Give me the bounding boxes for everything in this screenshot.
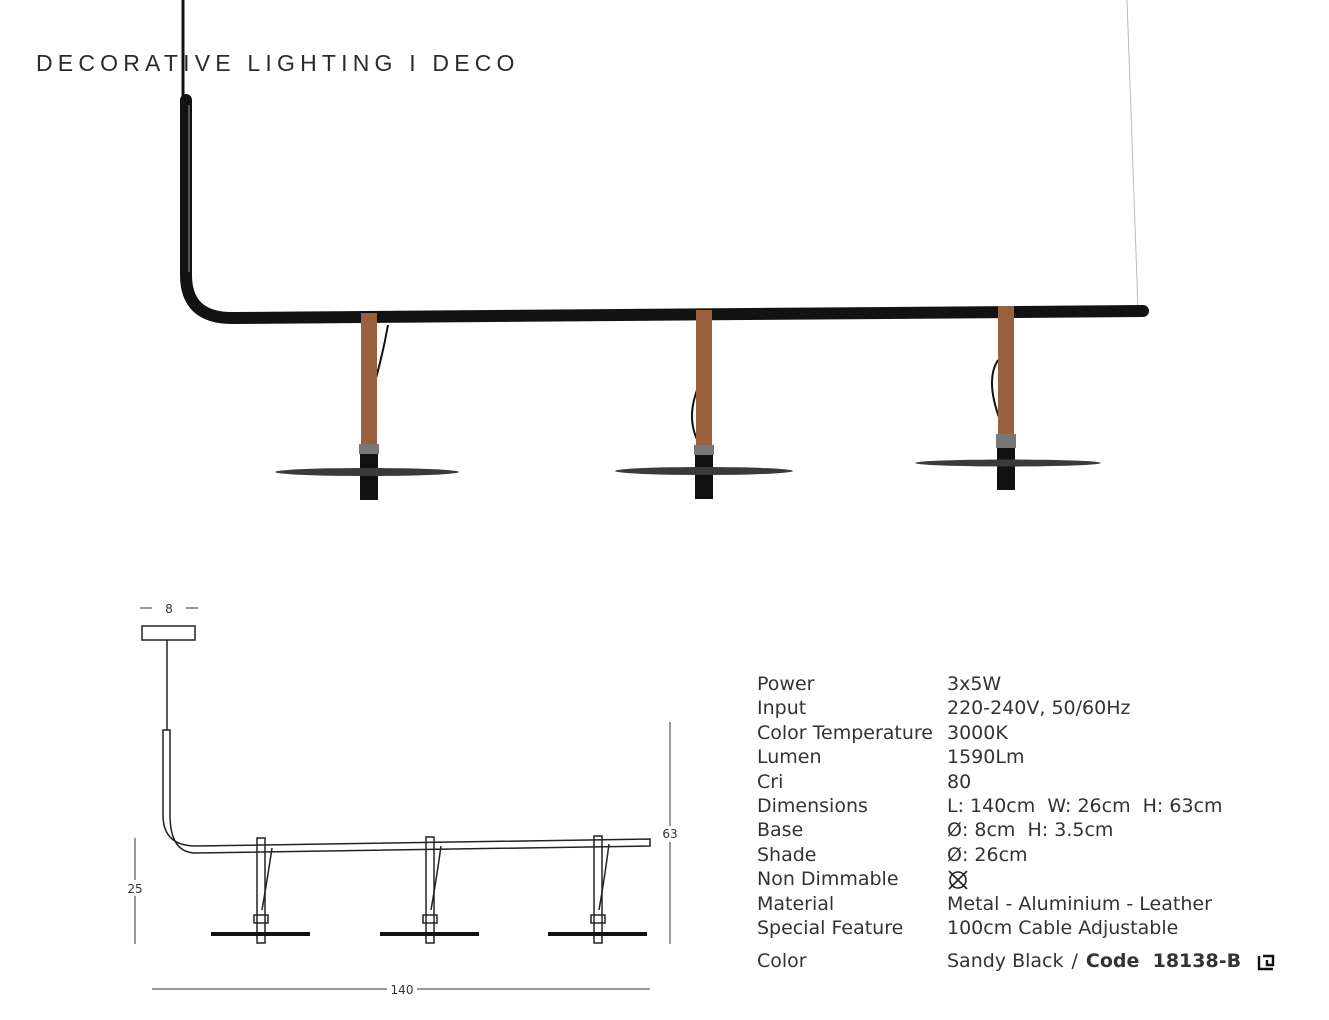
lamp-head-3 — [915, 306, 1101, 490]
spec-label: Non Dimmable — [757, 868, 899, 891]
spec-value: L: 140cm W: 26cm H: 63cm — [947, 794, 1223, 817]
spec-value: Ø: 8cm H: 3.5cm — [947, 819, 1114, 842]
spec-label: Material — [757, 892, 835, 915]
brand-logo-icon — [1257, 954, 1275, 970]
dim-height-lower-label: 25 — [127, 882, 142, 896]
dim-height-total-label: 63 — [662, 827, 677, 841]
spec-value: 100cm Cable Adjustable — [947, 916, 1179, 939]
spec-row-color: Color Sandy Black / Code 18138-B — [757, 948, 1297, 974]
spec-row-input: Input 220-240V, 50/60Hz — [757, 696, 1297, 720]
spec-label: Shade — [757, 843, 817, 866]
spec-row-base: Base Ø: 8cm H: 3.5cm — [757, 818, 1297, 842]
page-title: DECORATIVE LIGHTING I DECO — [36, 50, 520, 76]
spec-row-material: Material Metal - Aluminium - Leather — [757, 892, 1297, 916]
spec-value: 1590Lm — [947, 746, 1025, 769]
spec-row-non-dimmable: Non Dimmable — [757, 867, 1297, 891]
spec-value: 3x5W — [947, 673, 1002, 695]
spec-label: Color Temperature — [757, 721, 934, 744]
spec-label: Special Feature — [757, 916, 904, 939]
lamp-shade — [915, 459, 1101, 467]
spec-row-lumen: Lumen 1590Lm — [757, 745, 1297, 769]
non-dimmable-icon — [948, 870, 968, 890]
spec-label: Input — [757, 697, 807, 720]
spec-label: Cri — [757, 770, 784, 793]
color-value: Sandy Black — [947, 950, 1064, 973]
product-code: Code 18138-B — [1085, 950, 1242, 973]
canopy — [141, 625, 196, 641]
leather-strap — [998, 306, 1014, 436]
product-photo — [180, 0, 1149, 500]
spec-value: 3000K — [947, 721, 1008, 744]
bar-outline — [162, 729, 651, 854]
lamp-head-2 — [615, 310, 793, 499]
spec-row-color-temperature: Color Temperature 3000K — [757, 721, 1297, 745]
spec-row-shade: Shade Ø: 26cm — [757, 843, 1297, 867]
lamp-shade — [275, 468, 459, 476]
drawing-lamp-1 — [211, 837, 310, 944]
lamp-head-1 — [275, 313, 459, 500]
drawing-lamp-2 — [380, 836, 479, 944]
drawing-lamp-3 — [548, 835, 647, 944]
spec-label: Color — [757, 950, 807, 973]
leather-strap — [696, 310, 712, 448]
spec-value: Metal - Aluminium - Leather — [947, 892, 1212, 915]
suspension-cable-right — [1126, 0, 1139, 311]
dim-length-label: 140 — [391, 983, 414, 997]
spec-row-cri: Cri 80 — [757, 770, 1297, 794]
spec-row-power: Power 3x5W — [757, 672, 1297, 696]
spec-value: Ø: 26cm — [947, 843, 1028, 866]
spec-row-special-feature: Special Feature 100cm Cable Adjustable — [757, 916, 1297, 940]
technical-drawing: 8 63 25 140 — [127, 602, 677, 997]
dim-canopy-label: 8 — [165, 602, 173, 616]
spec-value: 220-240V, 50/60Hz — [947, 697, 1131, 720]
spec-value: 80 — [947, 770, 972, 793]
color-separator: / — [1071, 950, 1078, 973]
leather-strap — [361, 313, 377, 447]
spec-label: Lumen — [757, 746, 822, 769]
spec-label: Base — [757, 819, 804, 842]
spec-row-dimensions: Dimensions L: 140cm W: 26cm H: 63cm — [757, 794, 1297, 818]
spec-label: Dimensions — [757, 794, 868, 817]
lamp-shade — [615, 467, 793, 475]
spec-label: Power — [757, 673, 815, 695]
spec-table: Power 3x5W Input 220-240V, 50/60Hz Color… — [757, 672, 1297, 974]
lamp-bar — [180, 94, 1149, 325]
